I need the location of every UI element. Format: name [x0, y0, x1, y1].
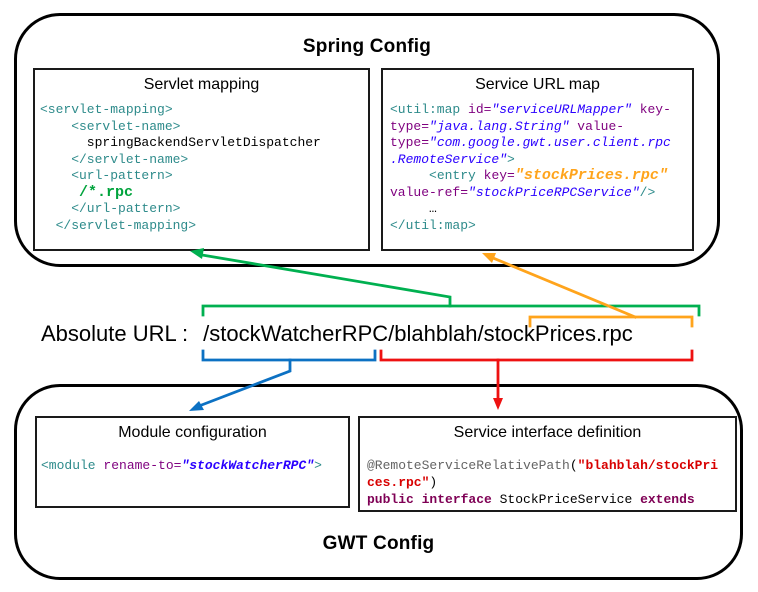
- code-token: type=: [390, 135, 430, 150]
- service-interface-definition-code: @RemoteServiceRelativePath("blahblah/sto…: [360, 457, 735, 508]
- code-token: value-ref=: [390, 184, 469, 200]
- code-line: ces.rpc"): [367, 474, 735, 491]
- code-line: </servlet-name>: [40, 152, 368, 169]
- code-token: type=: [390, 118, 430, 134]
- code-token: >: [314, 458, 322, 473]
- code-token: "stockPrices.rpc": [514, 167, 668, 184]
- code-token: key=: [483, 168, 515, 183]
- code-token: />: [639, 184, 656, 200]
- code-token: <url-pattern>: [40, 168, 173, 183]
- code-line: </util:map>: [390, 218, 692, 235]
- code-line: </servlet-mapping>: [40, 218, 368, 235]
- code-token: extends: [640, 492, 695, 507]
- gwt-config-panel: GWT Config Module configuration <module …: [14, 384, 743, 580]
- code-line: <servlet-name>: [40, 119, 368, 136]
- code-line: @RemoteServiceRelativePath("blahblah/sto…: [367, 457, 735, 474]
- service-interface-definition-title: Service interface definition: [453, 424, 642, 441]
- code-line: </url-pattern>: [40, 201, 368, 218]
- servlet-mapping-box: Servlet mapping <servlet-mapping> <servl…: [33, 68, 370, 251]
- code-line: type="java.lang.String" value-: [390, 119, 692, 136]
- code-token: <module: [41, 458, 96, 473]
- code-token: "stockPriceRPCService": [468, 184, 640, 200]
- code-line: <module rename-to="stockWatcherRPC">: [41, 457, 348, 474]
- spring-config-title: Spring Config: [302, 36, 432, 57]
- code-token: <servlet-mapping>: [40, 102, 173, 117]
- blue-bracket: [201, 349, 377, 362]
- red-bracket: [379, 349, 694, 362]
- absolute-url-label: Absolute URL :: [41, 321, 189, 346]
- code-token: /*.rpc: [79, 183, 134, 201]
- code-token: springBackendServletDispatcher: [40, 135, 321, 150]
- code-token: [40, 185, 79, 200]
- code-token: @RemoteServiceRelativePath: [367, 458, 570, 473]
- absolute-url-row: Absolute URL : /stockWatcherRPC/blahblah/…: [41, 321, 633, 347]
- green-bracket: [201, 304, 701, 317]
- code-line: public interface StockPriceService exten…: [367, 491, 735, 508]
- module-configuration-code: <module rename-to="stockWatcherRPC">: [37, 457, 348, 474]
- code-token: id=: [468, 102, 492, 117]
- code-token: …: [390, 201, 437, 216]
- code-token: key-: [639, 102, 671, 117]
- code-line: value-ref="stockPriceRPCService"/>: [390, 185, 692, 202]
- module-configuration-title: Module configuration: [118, 424, 267, 441]
- code-token: [476, 168, 484, 183]
- code-token: StockPriceService: [491, 492, 641, 507]
- code-token: "java.lang.String": [429, 118, 570, 134]
- code-token: rename-to=: [103, 458, 182, 473]
- code-line: springBackendServletDispatcher: [40, 135, 368, 152]
- code-line: .RemoteService">: [390, 152, 692, 169]
- service-url-map-title: Service URL map: [475, 76, 600, 93]
- service-url-map-code: <util:map id="serviceURLMapper" key-type…: [383, 102, 692, 234]
- gwt-config-title: GWT Config: [322, 533, 435, 554]
- code-line: <url-pattern>: [40, 168, 368, 185]
- code-token: <util:map: [390, 102, 461, 117]
- module-configuration-box: Module configuration <module rename-to="…: [35, 416, 350, 508]
- code-token: </servlet-name>: [40, 151, 189, 167]
- code-line: <entry key="stockPrices.rpc": [390, 167, 692, 185]
- servlet-mapping-title: Servlet mapping: [143, 76, 260, 93]
- code-line: <util:map id="serviceURLMapper" key-: [390, 102, 692, 119]
- code-token: ces.rpc": [367, 475, 430, 490]
- code-token: <servlet-name>: [40, 118, 181, 134]
- code-token: [632, 102, 640, 117]
- code-token: >: [507, 151, 515, 167]
- code-token: "stockWatcherRPC": [181, 458, 315, 473]
- code-token: ): [429, 475, 438, 490]
- code-token: [390, 168, 429, 183]
- code-token: "serviceURLMapper": [491, 102, 632, 117]
- code-line: type="com.google.gwt.user.client.rpc: [390, 135, 692, 152]
- code-token: </url-pattern>: [40, 201, 181, 216]
- code-token: (: [569, 458, 578, 473]
- code-token: .RemoteService": [390, 151, 508, 167]
- code-line: /*.rpc: [40, 183, 368, 202]
- code-line: <servlet-mapping>: [40, 102, 368, 119]
- code-token: value-: [577, 118, 625, 134]
- service-interface-definition-box: Service interface definition @RemoteServ…: [358, 416, 737, 512]
- code-token: "blahblah/stockPri: [577, 458, 719, 473]
- code-token: "com.google.gwt.user.client.rpc: [429, 135, 671, 150]
- code-token: </servlet-mapping>: [40, 217, 197, 233]
- absolute-url-value: /stockWatcherRPC/blahblah/stockPrices.rp…: [203, 321, 633, 346]
- code-token: public interface: [367, 492, 492, 507]
- code-token: [460, 102, 468, 117]
- code-line: …: [390, 201, 692, 218]
- spring-config-panel: Spring Config Servlet mapping <servlet-m…: [14, 13, 720, 267]
- code-token: <entry: [429, 168, 476, 183]
- servlet-mapping-code: <servlet-mapping> <servlet-name> springB…: [35, 102, 368, 234]
- service-url-map-box: Service URL map <util:map id="serviceURL…: [381, 68, 694, 251]
- code-token: </util:map>: [390, 217, 476, 233]
